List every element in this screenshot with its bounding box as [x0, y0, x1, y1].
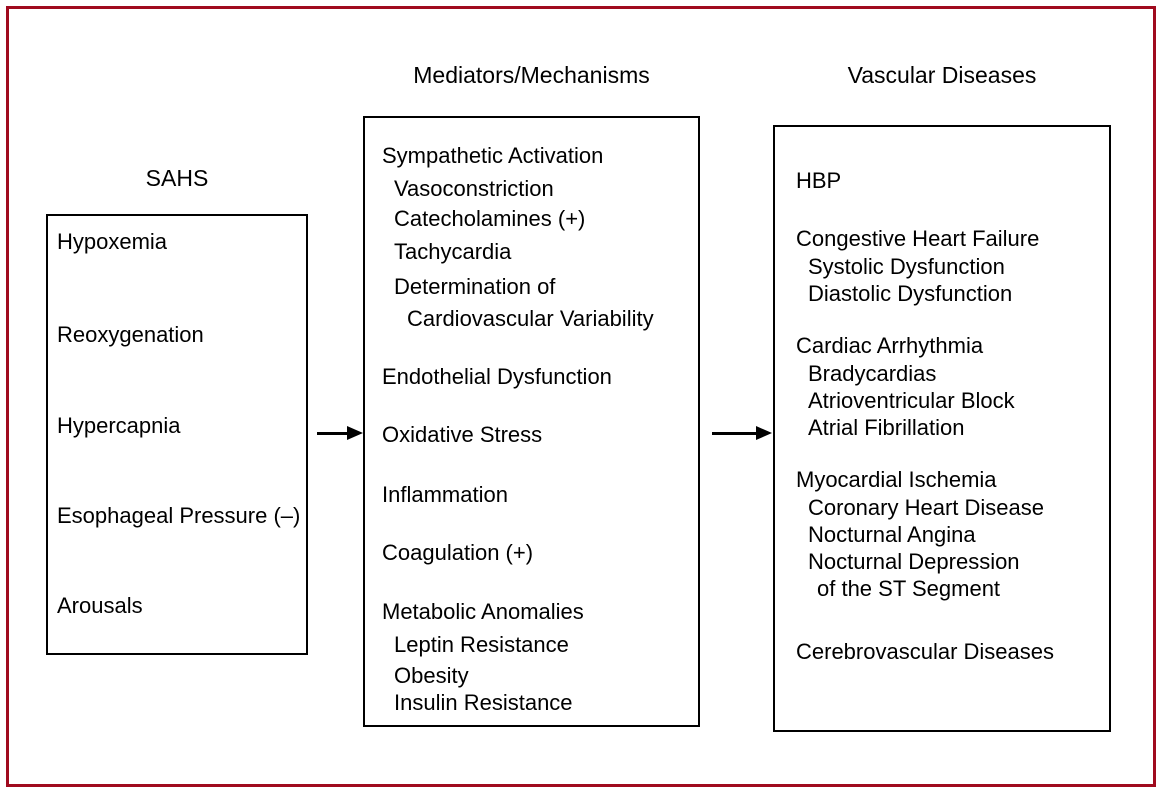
panel-vascular-diseases-line: Myocardial Ischemia — [796, 467, 997, 492]
panel-vascular-diseases-line: Atrioventricular Block — [808, 388, 1015, 413]
panel-vascular-diseases-line: Diastolic Dysfunction — [808, 281, 1013, 306]
panel-vascular-diseases-line: Bradycardias — [808, 361, 937, 386]
panel-sahs — [46, 214, 308, 655]
panel-vascular-diseases-line: Atrial Fibrillation — [808, 415, 965, 440]
panel-vascular-diseases-line: Systolic Dysfunction — [808, 254, 1005, 279]
panel-mediators-line: Tachycardia — [394, 239, 512, 264]
arrow-shaft — [317, 432, 349, 435]
panel-mediators-line: Sympathetic Activation — [382, 143, 604, 168]
panel-sahs-line: Reoxygenation — [57, 322, 204, 347]
panel-vascular-diseases-line: HBP — [796, 168, 842, 193]
column-heading-vascular: Vascular Diseases — [847, 62, 1037, 88]
panel-vascular-diseases-line: Cardiac Arrhythmia — [796, 333, 984, 358]
panel-mediators-line: Oxidative Stress — [382, 422, 543, 447]
arrow-sahs-to-mediators-icon — [317, 424, 363, 444]
panel-vascular-diseases-line: Nocturnal Angina — [808, 522, 976, 547]
column-heading-sahs: SAHS — [145, 165, 209, 191]
arrow-shaft — [712, 432, 758, 435]
panel-mediators-line: Cardiovascular Variability — [407, 306, 654, 331]
panel-mediators-line: Coagulation (+) — [382, 540, 534, 565]
panel-mediators-line: Determination of — [394, 274, 556, 299]
panel-mediators-line: Catecholamines (+) — [394, 206, 586, 231]
panel-vascular-diseases-line: Coronary Heart Disease — [808, 495, 1044, 520]
arrow-head — [756, 426, 772, 440]
panel-mediators-line: Endothelial Dysfunction — [382, 364, 612, 389]
panel-sahs-line: Hypoxemia — [57, 229, 168, 254]
panel-mediators-line: Obesity — [394, 663, 469, 688]
panel-mediators-line: Metabolic Anomalies — [382, 599, 584, 624]
column-heading-mediators: Mediators/Mechanisms — [413, 62, 650, 88]
panel-mediators — [363, 116, 700, 727]
panel-mediators-line: Leptin Resistance — [394, 632, 569, 657]
panel-vascular-diseases — [773, 125, 1111, 732]
panel-sahs-line: Arousals — [57, 593, 143, 618]
panel-vascular-diseases-line: Nocturnal Depression — [808, 549, 1020, 574]
panel-mediators-line: Insulin Resistance — [394, 690, 573, 715]
panel-sahs-line: Esophageal Pressure (–) — [57, 503, 301, 528]
panel-mediators-line: Inflammation — [382, 482, 508, 507]
panel-vascular-diseases-line: Congestive Heart Failure — [796, 226, 1040, 251]
arrow-head — [347, 426, 363, 440]
figure-outer-frame — [6, 6, 1156, 787]
panel-vascular-diseases-line: of the ST Segment — [817, 576, 1001, 601]
panel-mediators-line: Vasoconstriction — [394, 176, 554, 201]
arrow-mediators-to-vascular-icon — [712, 424, 773, 444]
panel-vascular-diseases-line: Cerebrovascular Diseases — [796, 639, 1054, 664]
panel-sahs-line: Hypercapnia — [57, 413, 181, 438]
